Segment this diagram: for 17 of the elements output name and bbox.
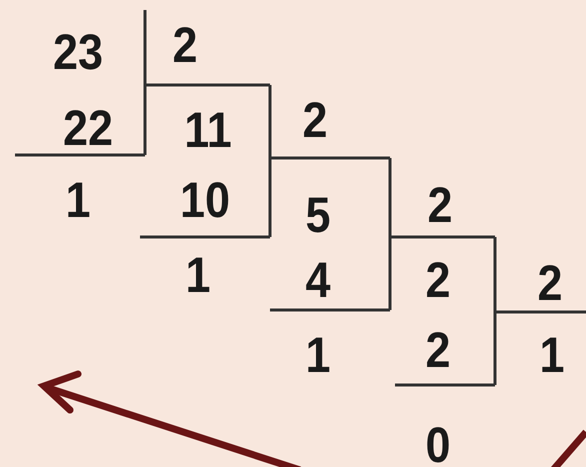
number-label: 1 <box>304 330 332 380</box>
number-label: 23 <box>52 27 104 77</box>
number-label: 2 <box>424 255 452 305</box>
number-label: 1 <box>184 250 212 300</box>
number-label: 2 <box>536 258 564 308</box>
number-label: 11 <box>183 105 233 155</box>
number-label: 10 <box>178 175 232 225</box>
number-label: 4 <box>304 255 332 305</box>
number-label: 1 <box>64 175 92 225</box>
number-label: 1 <box>538 330 566 380</box>
number-label: 0 <box>424 420 452 467</box>
number-label: 2 <box>171 20 199 70</box>
number-label: 2 <box>424 325 452 375</box>
number-label: 5 <box>304 190 332 240</box>
number-label: 2 <box>301 95 329 145</box>
number-label: 22 <box>62 103 114 153</box>
number-label: 2 <box>426 180 454 230</box>
